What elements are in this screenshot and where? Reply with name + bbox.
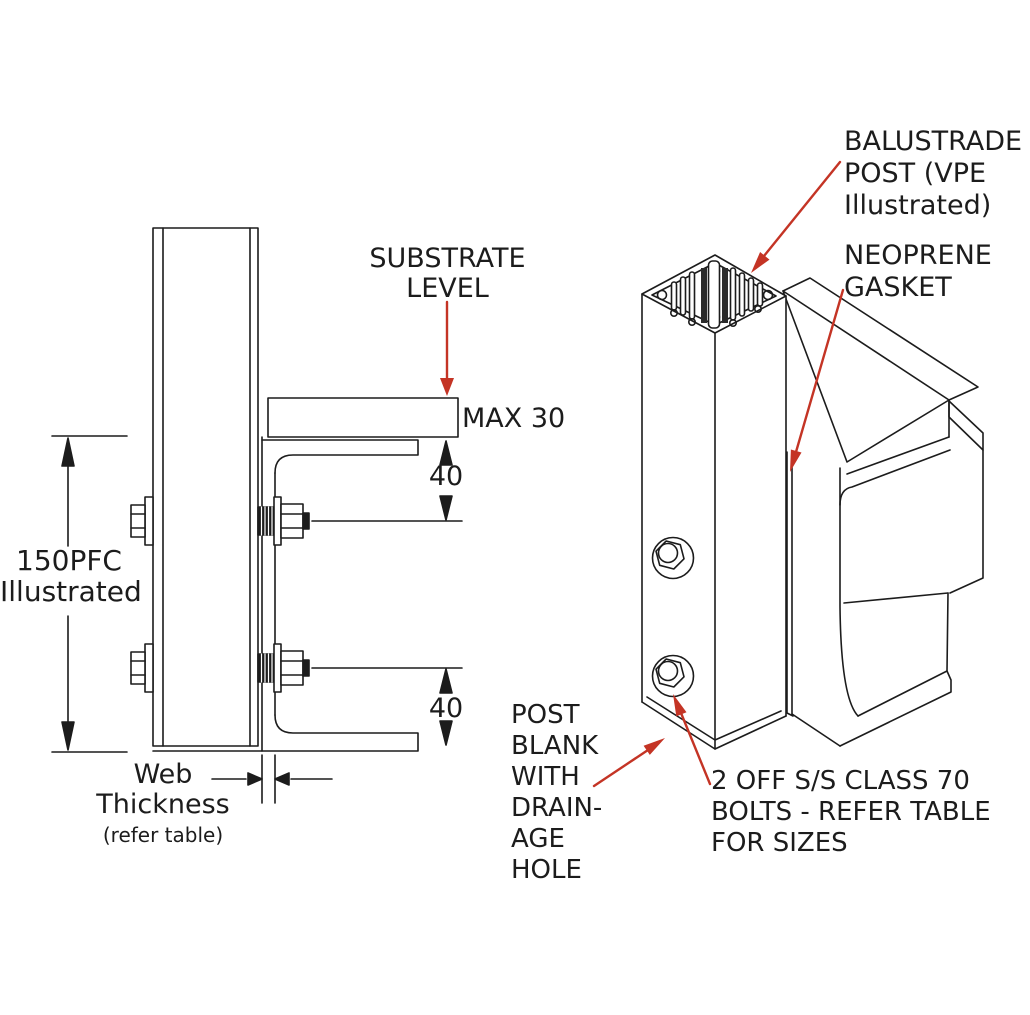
iso-post (641, 254, 787, 750)
bolt-side-upper (130, 496, 310, 546)
iso-channel (791, 400, 984, 747)
label-max-30: MAX 30 (462, 403, 566, 434)
iso-substrate-slab (782, 277, 979, 475)
label-bolts-note: 2 OFF S/S CLASS 70 BOLTS - REFER TABLE F… (711, 766, 991, 858)
iso-bolt-lower (651, 654, 695, 698)
iso-neoprene-gasket (786, 451, 794, 717)
label-substrate-level: SUBSTRATE LEVEL (369, 243, 526, 305)
leader-arrow-bolts (673, 694, 712, 786)
label-web-thickness-note: (refer table) (102, 823, 224, 847)
side-view-substrate (267, 397, 459, 438)
leader-arrow-substrate-level (440, 300, 454, 396)
dimension-40-upper (311, 440, 463, 522)
label-dim-40-lower: 40 (428, 693, 464, 724)
label-neoprene-gasket: NEOPRENE GASKET (844, 240, 992, 303)
leader-arrow-post-blank (592, 738, 665, 788)
dimension-web-thickness (211, 754, 333, 804)
label-post-blank: POST BLANK WITH DRAIN- AGE HOLE (511, 700, 603, 885)
bolt-side-lower (130, 643, 310, 693)
dimension-150pfc (51, 435, 128, 753)
leader-arrow-neoprene-gasket (790, 288, 845, 472)
iso-bolt-upper (651, 536, 695, 580)
dimension-40-lower (311, 667, 463, 746)
leader-arrow-balustrade-post (751, 160, 842, 273)
label-web-thickness: Web Thickness (96, 759, 230, 821)
label-balustrade-post: BALUSTRADE POST (VPE Illustrated) (844, 126, 1023, 221)
label-150pfc: 150PFC Illustrated (0, 544, 142, 608)
side-view-post (152, 227, 259, 747)
label-dim-40-upper: 40 (428, 461, 464, 492)
